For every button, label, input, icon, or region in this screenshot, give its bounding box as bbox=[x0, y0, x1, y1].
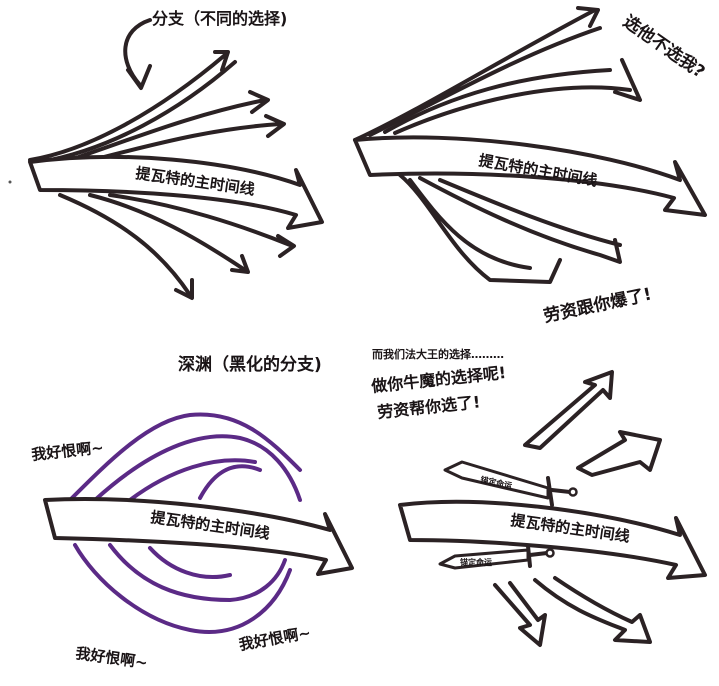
annotation-abyss: 深渊（黑化的分支) bbox=[178, 354, 322, 375]
abyss-loop-3 bbox=[128, 458, 257, 502]
upward-branch-1 bbox=[353, 6, 602, 142]
sword-2-hilt bbox=[528, 551, 549, 557]
branch-down-2 bbox=[88, 193, 250, 274]
fate-sword-2: 锚定命运 bbox=[438, 544, 555, 570]
panel-fate-anchor: 锚定命运 锚定命运 而我们法大王的选择……… 做你牛魔的选择呢! 劳资帮你选了!… bbox=[369, 347, 707, 647]
speech-line-1: 做你牛魔的选择呢! bbox=[369, 363, 507, 396]
downward-branch-1 bbox=[398, 173, 562, 284]
broken-branch-1 bbox=[523, 370, 614, 450]
sword-2-label: 锚定命运 bbox=[460, 557, 492, 567]
fate-sword-1: 锚定命运 bbox=[443, 460, 578, 507]
broken-branch-3 bbox=[493, 581, 547, 647]
branch-down-3 bbox=[108, 193, 296, 258]
abyss-loop-6 bbox=[108, 543, 287, 602]
sword-1-blade bbox=[443, 460, 550, 500]
main-timeline-ribbon bbox=[28, 154, 324, 230]
abyss-loop-2 bbox=[93, 434, 302, 502]
angry-shout: 劳资跟你爆了! bbox=[542, 284, 654, 327]
broken-branch-2 bbox=[576, 430, 662, 477]
stray-dot bbox=[8, 180, 12, 184]
panel-rejected: 选他不选我? 提瓦特的主时间线 劳资跟你爆了! bbox=[353, 6, 709, 327]
speech-line-2: 劳资帮你选了! bbox=[376, 392, 481, 422]
hatred-cry-3: 我好恨啊~ bbox=[238, 624, 313, 654]
hatred-cry-1: 我好恨啊~ bbox=[31, 438, 105, 463]
abyss-loop-4 bbox=[198, 464, 262, 500]
sword-2-pommel bbox=[545, 548, 555, 558]
branch-up-3 bbox=[98, 114, 286, 160]
abyss-loop-5 bbox=[73, 543, 292, 634]
panel-branches: 分支（不同的选择) 提瓦特的主时间线 bbox=[28, 9, 324, 300]
abyss-loop-1 bbox=[68, 412, 302, 502]
panel-abyss: 深渊（黑化的分支) 我好恨啊~ 提瓦特的主时间线 我好恨啊~ 我好恨啊~ bbox=[31, 354, 354, 672]
annotation-branches: 分支（不同的选择) bbox=[152, 9, 287, 28]
main-timeline-ribbon bbox=[398, 499, 707, 580]
caption-fate-choice: 而我们法大王的选择……… bbox=[372, 347, 504, 361]
upward-branch-2 bbox=[383, 58, 642, 135]
main-timeline-ribbon bbox=[353, 135, 707, 217]
sword-1-hilt bbox=[550, 488, 572, 494]
branch-up-1 bbox=[28, 50, 237, 164]
hatred-cry-2: 我好恨啊~ bbox=[74, 644, 148, 672]
downward-branch-2 bbox=[418, 176, 622, 264]
broken-branch-4 bbox=[533, 576, 652, 644]
abyss-loop-7 bbox=[148, 546, 232, 579]
sword-1-pommel bbox=[568, 487, 578, 497]
sword-1-guard bbox=[546, 476, 554, 507]
annotation-rejected: 选他不选我? bbox=[619, 11, 709, 83]
branch-down-1 bbox=[58, 193, 194, 300]
main-timeline-ribbon bbox=[43, 497, 354, 576]
pointer-arrowhead bbox=[126, 64, 152, 90]
branch-up-2 bbox=[68, 90, 270, 162]
